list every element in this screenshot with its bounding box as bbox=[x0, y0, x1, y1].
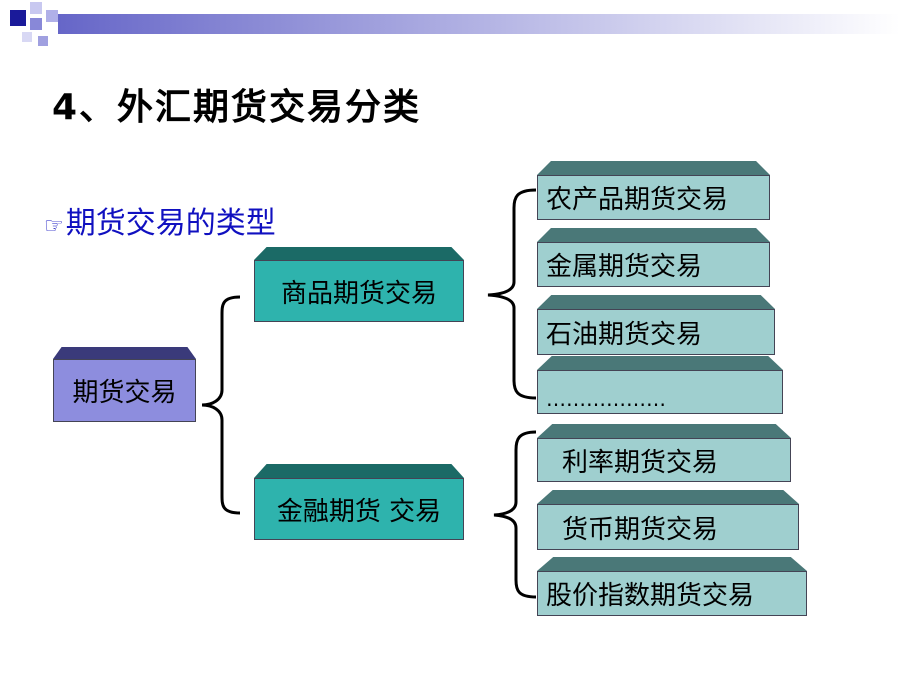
subtitle-line: ☞期货交易的类型 bbox=[44, 198, 276, 242]
leaf-node: ……………… bbox=[537, 356, 783, 414]
leaf-label: 石油期货交易 bbox=[546, 319, 703, 350]
leaf-label-ellipsis: ……………… bbox=[546, 387, 666, 411]
leaf-node: 股价指数期货交易 bbox=[537, 557, 807, 616]
root-node: 期货交易 bbox=[53, 347, 196, 422]
leaf-label: 利率期货交易 bbox=[562, 447, 719, 478]
category-label: 金融期货 交易 bbox=[276, 496, 442, 527]
leaf-node: 金属期货交易 bbox=[537, 228, 770, 287]
slide-title: 4、外汇期货交易分类 bbox=[52, 87, 422, 128]
leaf-label: 农产品期货交易 bbox=[546, 185, 729, 215]
category-node-commodity: 商品期货交易 bbox=[254, 247, 464, 322]
leaf-label: 金属期货交易 bbox=[546, 252, 703, 282]
leaf-node: 货币期货交易 bbox=[537, 490, 799, 550]
slide-decoration bbox=[10, 2, 900, 46]
commodity-bracket bbox=[487, 188, 537, 400]
leaf-label: 货币期货交易 bbox=[562, 514, 719, 545]
root-bracket bbox=[201, 295, 241, 515]
leaf-node: 农产品期货交易 bbox=[537, 161, 770, 220]
root-node-label: 期货交易 bbox=[72, 378, 177, 408]
category-node-financial: 金融期货 交易 bbox=[254, 464, 464, 540]
leaf-node: 利率期货交易 bbox=[537, 424, 791, 482]
leaf-label: 股价指数期货交易 bbox=[546, 581, 755, 611]
pointing-hand-icon: ☞ bbox=[44, 214, 64, 239]
category-label: 商品期货交易 bbox=[280, 278, 437, 309]
financial-bracket bbox=[493, 430, 537, 599]
subtitle-text: 期货交易的类型 bbox=[65, 206, 276, 241]
leaf-node: 石油期货交易 bbox=[537, 295, 775, 355]
